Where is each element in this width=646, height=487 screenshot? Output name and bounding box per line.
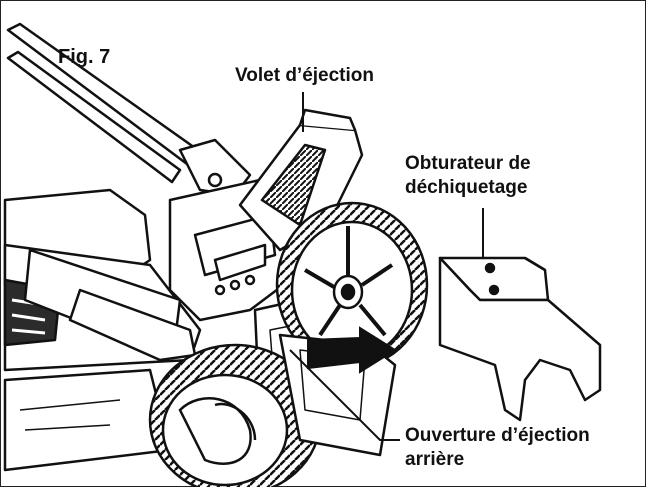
rear-wheel [275,201,429,369]
arrow-icon [307,326,397,374]
callout-rear-opening-line2: arrière [405,449,465,470]
discharge-flap [238,108,364,252]
leader-line-opening [289,349,400,441]
figure-number: Fig. 7 [58,46,111,68]
callout-mulching-plug-line2: déchiquetage [405,177,528,198]
callout-discharge-flap: Volet d’éjection [235,65,375,86]
front-wheel [148,343,322,487]
callout-rear-opening-line1: Ouverture d’éjection [405,425,590,446]
mower-body [3,188,202,472]
leader-lines [289,92,484,441]
mulching-plug [438,256,602,422]
callout-mulching-plug: Obturateur de déchiquetage [405,152,531,200]
callout-rear-opening: Ouverture d’éjection arrière [405,424,590,472]
handle-bar [6,22,252,197]
callout-mulching-plug-line1: Obturateur de [405,153,531,174]
